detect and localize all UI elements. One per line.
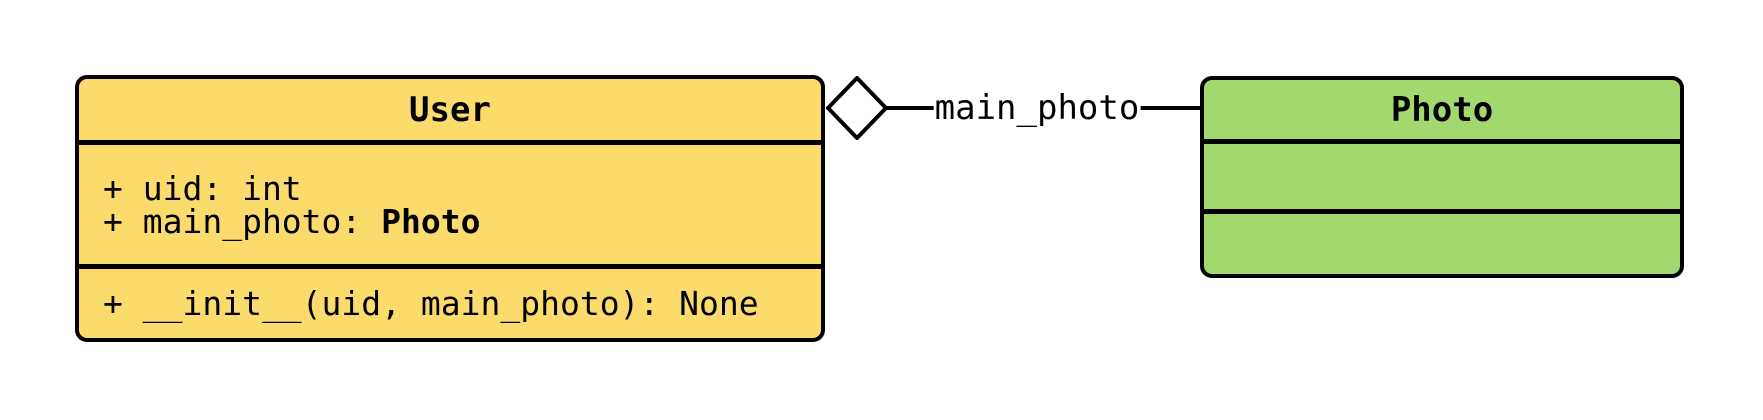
attribute-row: + uid: int (103, 172, 821, 205)
relationship-label: main_photo (933, 88, 1141, 128)
methods-compartment-photo (1204, 209, 1680, 274)
methods-compartment-user: + __init__(uid, main_photo): None (79, 264, 821, 338)
attributes-compartment-photo (1204, 139, 1680, 209)
attribute-text: + uid: int (103, 168, 302, 208)
method-text: + __init__(uid, main_photo): None (103, 284, 759, 323)
attribute-row: + main_photo: Photo (103, 205, 821, 238)
class-title-photo: Photo (1390, 89, 1494, 130)
aggregation-diamond-icon (826, 76, 888, 140)
attributes-compartment-user: + uid: int + main_photo: Photo (79, 140, 821, 264)
method-row: + __init__(uid, main_photo): None (103, 287, 821, 320)
attribute-text: + main_photo: (103, 201, 382, 241)
attribute-type-bold: Photo (381, 201, 481, 241)
class-box-photo: Photo (1200, 76, 1684, 278)
class-title-user: User (409, 89, 491, 130)
class-box-user: User + uid: int + main_photo: Photo + __… (75, 75, 825, 342)
